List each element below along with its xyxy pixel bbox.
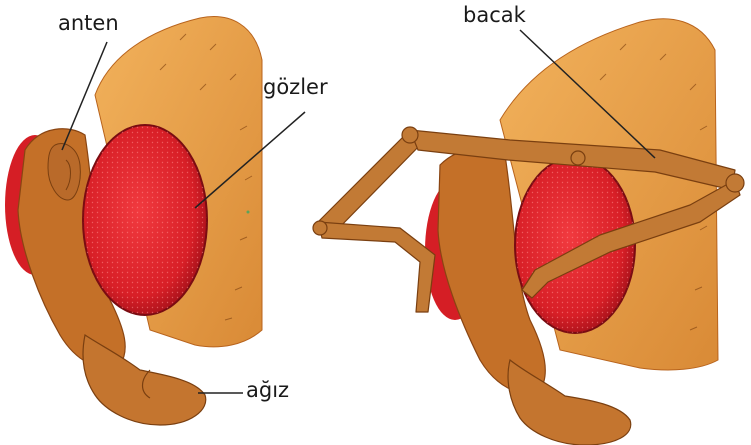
- fly-head-cleaning: [313, 19, 744, 445]
- mouthparts-left: [83, 335, 206, 425]
- antenna-label: anten: [58, 13, 119, 34]
- mouthparts-right: [508, 360, 631, 445]
- mouth-label: ağız: [246, 380, 289, 401]
- eyes-label: gözler: [263, 77, 328, 98]
- fly-head-front: [5, 17, 262, 425]
- leg-label: bacak: [463, 5, 526, 26]
